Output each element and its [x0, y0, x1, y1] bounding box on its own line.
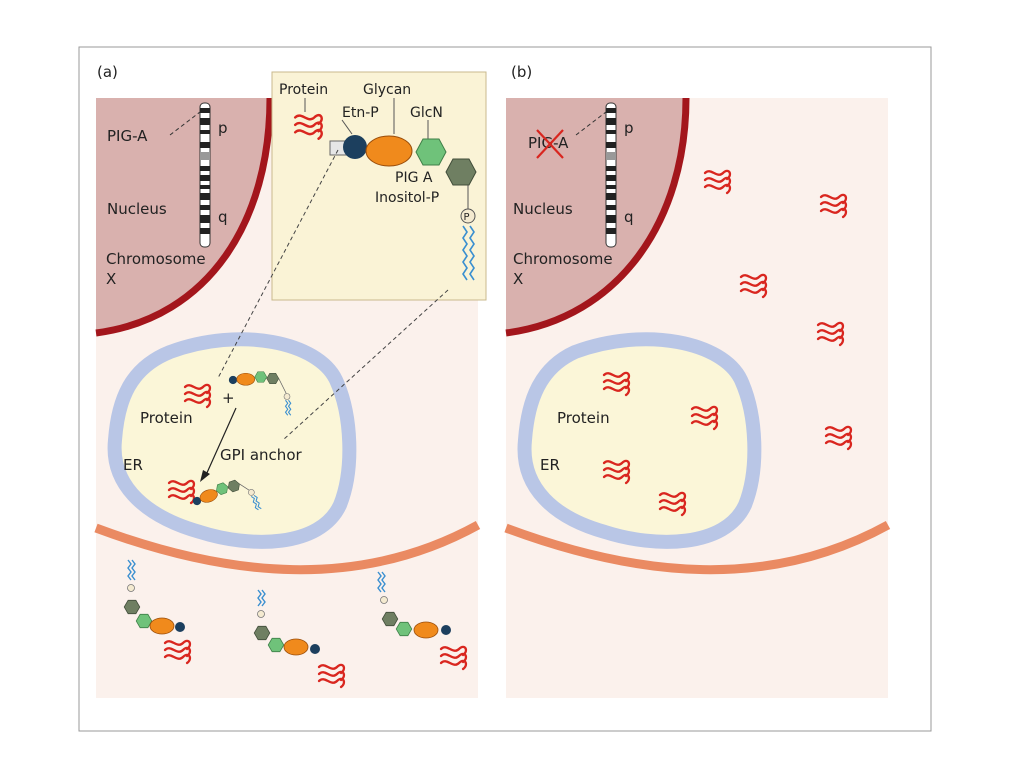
chromosome-label-b: Chromosome — [513, 250, 613, 268]
inset-pig-a-label: PIG A — [395, 170, 433, 186]
inset-etn-p-label: Etn-P — [342, 105, 379, 121]
arm-q-label-b: q — [624, 208, 634, 226]
inset-pig-a-icon — [445, 158, 477, 186]
inset-glcn-icon — [415, 138, 447, 166]
chromosome-a — [199, 102, 211, 248]
nucleus-label-b: Nucleus — [513, 200, 573, 218]
inset-protein-label: Protein — [279, 82, 328, 98]
arm-p-label-b: p — [624, 119, 634, 137]
arrow-head-icon — [200, 470, 210, 482]
nuclear-envelope-a — [95, 97, 274, 337]
er-label-a: ER — [123, 456, 143, 474]
panel-b-tag: (b) — [511, 63, 532, 81]
panel-a-tag: (a) — [97, 63, 118, 81]
inset-glcn-label: GlcN — [410, 105, 443, 121]
arm-q-label-a: q — [218, 208, 228, 226]
red-x-icon — [536, 129, 564, 159]
gpi-anchored-protein-icon — [190, 477, 262, 512]
inset-phosphate-label: P — [464, 212, 470, 223]
arm-p-label-a: p — [218, 119, 228, 137]
surface-gpi-protein-3 — [377, 571, 468, 671]
nucleus-a — [96, 98, 270, 333]
inset-inositol-p-label: Inositol-P — [375, 190, 439, 206]
inset-lipid-tail-icon — [462, 225, 475, 281]
inset-glycan-icon — [365, 135, 413, 167]
gene-locus-line-a — [169, 111, 201, 136]
inset-etn-p-icon — [343, 135, 367, 159]
protein-label-a: Protein — [140, 409, 193, 427]
zoom-line-1 — [217, 149, 339, 379]
panel-b: (b) PIG-A p q Nucleus Chromosome X Prote… — [504, 63, 891, 698]
gene-locus-line-b — [575, 111, 607, 136]
plus-sign: + — [222, 389, 235, 407]
nucleus-label-a: Nucleus — [107, 200, 167, 218]
surface-gpi-protein-2 — [253, 589, 346, 689]
reaction-arrow — [205, 407, 237, 476]
er-a — [107, 332, 357, 549]
zoom-line-2 — [282, 289, 449, 441]
nuclear-envelope-b — [505, 97, 690, 337]
inset-box — [271, 71, 487, 301]
chromosome-label-a: Chromosome — [106, 250, 206, 268]
plasma-membrane-a — [94, 521, 481, 575]
er-label-b: ER — [540, 456, 560, 474]
chromosome-b — [605, 102, 617, 248]
gpi-anchor-icon — [228, 371, 292, 416]
surface-gpi-protein-1 — [123, 559, 192, 665]
nucleus-b — [506, 98, 686, 333]
gpi-anchor-label: GPI anchor — [220, 446, 302, 464]
er-b — [517, 332, 762, 549]
plasma-membrane-b — [504, 521, 891, 575]
protein-label-b: Protein — [557, 409, 610, 427]
chromosome-x-label-a: X — [106, 270, 116, 288]
chromosome-x-label-b: X — [513, 270, 523, 288]
inset-glycan-label: Glycan — [363, 82, 411, 98]
inset-gpi-structure: Protein Glycan Etn-P GlcN PIG A Inositol… — [271, 71, 487, 301]
gene-label-a: PIG-A — [107, 127, 148, 145]
inset-phosphate-icon — [460, 208, 476, 224]
